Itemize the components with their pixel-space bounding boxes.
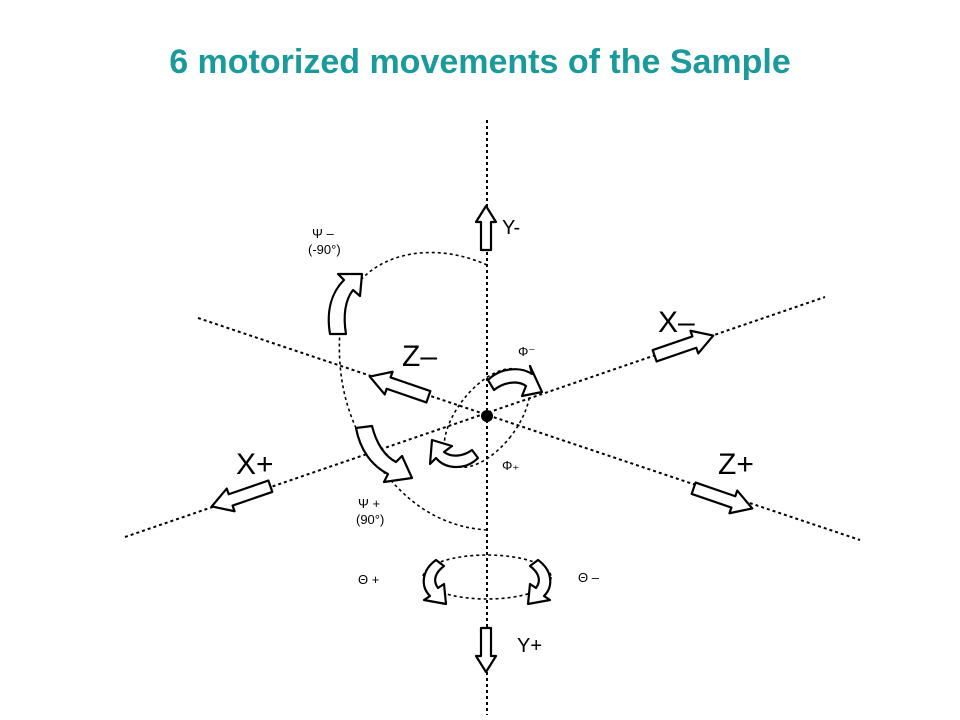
label-theta-plus: Θ + [358,572,379,587]
psi-plus-rotation-arrow-icon [354,424,414,484]
label-psi-minus: Ψ – [312,226,334,241]
y-minus-arrow-icon [474,204,498,252]
origin-point [481,410,493,422]
label-x-plus: X+ [236,448,274,481]
z-axis [197,317,861,541]
label-y-plus: Y+ [517,635,542,657]
label-z-plus: Z+ [718,448,754,481]
theta-minus-rotation-arrow-icon [526,558,552,606]
label-psi-minus-angle: (-90°) [308,242,341,257]
label-z-minus: Z– [402,340,437,373]
x-minus-arrow-icon [651,329,715,363]
label-y-minus: Y- [502,217,520,239]
psi-minus-rotation-arrow-icon [327,272,364,336]
psi-rotation-path [338,251,488,531]
label-theta-minus: Θ – [578,570,600,585]
theta-plus-rotation-arrow-icon [422,558,448,606]
label-x-minus: X– [658,306,695,339]
label-phi-plus: Φ₊ [502,458,519,473]
x-plus-arrow-icon [210,479,274,513]
label-phi-minus: Φ⁻ [518,344,535,359]
z-minus-arrow-icon [368,370,432,404]
slide-title: 6 motorized movements of the Sample [169,43,791,81]
label-psi-plus: Ψ + [358,496,380,511]
z-plus-arrow-icon [690,481,754,515]
y-plus-arrow-icon [474,626,498,674]
phi-plus-rotation-arrow-icon [428,438,480,469]
phi-minus-rotation-arrow-icon [486,364,544,398]
label-psi-plus-angle: (90°) [356,512,384,527]
theta-rotation-path [422,554,552,600]
